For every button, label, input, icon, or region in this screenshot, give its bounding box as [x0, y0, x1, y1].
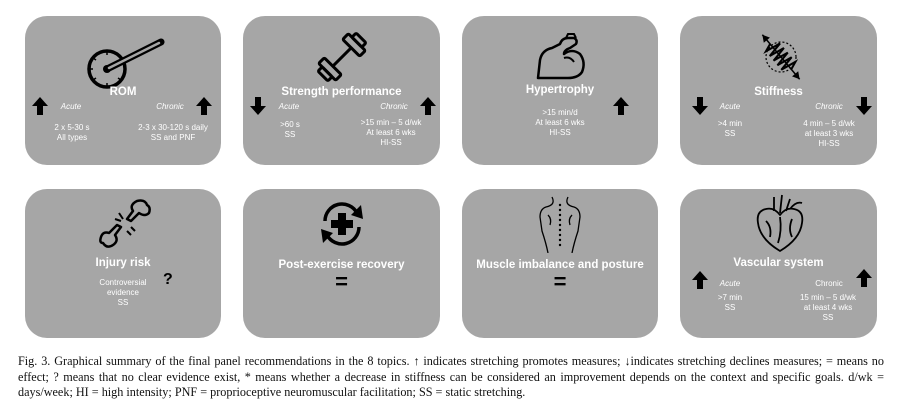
panel-title: Strength performance — [281, 86, 402, 98]
acute-line: SS — [724, 129, 736, 138]
injury-line: evidence — [106, 288, 140, 297]
chronic-line: at least 3 wks — [804, 129, 854, 138]
panel-hypertrophy: Hypertrophy >15 min/d At least 6 wks HI-… — [462, 16, 658, 165]
no-effect-symbol: = — [335, 269, 348, 294]
spring-icon — [761, 34, 801, 80]
panel-title: Stiffness — [754, 86, 803, 98]
chronic-line: SS and PNF — [150, 133, 196, 142]
arrow-up-icon — [856, 269, 872, 287]
panel-stiffness: Stiffness Acute Chronic >4 min SS 4 min … — [680, 16, 877, 165]
chronic-line: HI-SS — [380, 138, 402, 147]
goniometer-icon — [87, 38, 165, 89]
panel-title: Vascular system — [733, 257, 824, 269]
panel-title: Muscle imbalance and posture — [476, 259, 644, 271]
acute-label: Acute — [719, 279, 741, 288]
chronic-line: at least 4 wks — [803, 303, 853, 312]
hypertrophy-line: At least 6 wks — [535, 118, 585, 127]
acute-label: Acute — [60, 102, 82, 111]
chronic-label: Chronic — [380, 102, 408, 111]
arrow-up-icon — [613, 97, 629, 115]
arrow-up-icon — [32, 97, 48, 115]
acute-line: >60 s — [280, 120, 300, 129]
arrow-up-icon — [420, 97, 436, 115]
figure-caption: Fig. 3. Graphical summary of the final p… — [18, 354, 884, 399]
chronic-line: 15 min – 5 d/wk — [799, 293, 857, 302]
chronic-label: Chronic — [815, 279, 843, 288]
chronic-line: 2-3 x 30-120 s daily — [138, 123, 208, 132]
arrow-down-icon — [856, 97, 872, 115]
no-effect-symbol: = — [553, 269, 567, 294]
acute-line: >4 min — [717, 119, 743, 128]
hypertrophy-line: >15 min/d — [542, 108, 578, 117]
acute-line: SS — [284, 130, 296, 139]
flexed-arm-icon — [536, 33, 585, 80]
panel-title: ROM — [109, 86, 137, 98]
acute-label: Acute — [278, 102, 300, 111]
panel-title: Injury risk — [95, 257, 151, 269]
acute-line: 2 x 5-30 s — [54, 123, 90, 132]
panel-injury-risk: Injury risk Controversial evidence SS ? — [25, 189, 221, 338]
chronic-line: At least 6 wks — [366, 128, 416, 137]
acute-line: >7 min — [717, 293, 743, 302]
arrow-up-icon — [196, 97, 212, 115]
hypertrophy-line: HI-SS — [549, 128, 571, 137]
acute-line: All types — [56, 133, 88, 142]
panel-title: Hypertrophy — [525, 84, 595, 96]
heart-icon — [756, 194, 804, 252]
chronic-label: Chronic — [815, 102, 843, 111]
chronic-line: >15 min – 5 d/wk — [360, 118, 422, 127]
recovery-cycle-icon — [321, 202, 363, 246]
panel-vascular-system: Vascular system Acute Chronic >7 min SS … — [680, 189, 877, 338]
barbell-icon — [317, 32, 367, 82]
arrow-up-icon — [692, 271, 708, 289]
no-evidence-symbol: ? — [163, 271, 173, 288]
chronic-line: SS — [822, 313, 834, 322]
arrow-down-icon — [250, 97, 266, 115]
acute-line: SS — [724, 303, 736, 312]
chronic-label: Chronic — [156, 102, 184, 111]
panel-rom: ROM Acute Chronic 2 x 5-30 s All types 2… — [25, 16, 221, 165]
injury-line: Controversial — [99, 278, 147, 287]
panel-post-exercise-recovery: Post-exercise recovery = — [243, 189, 440, 338]
panel-title: Post-exercise recovery — [278, 259, 405, 271]
broken-bone-icon — [99, 199, 151, 248]
panel-muscle-imbalance-posture: Muscle imbalance and posture = — [462, 189, 658, 338]
acute-label: Acute — [719, 102, 741, 111]
chronic-line: 4 min – 5 d/wk — [803, 119, 855, 128]
injury-line: SS — [117, 298, 129, 307]
panel-strength-performance: Strength performance Acute Chronic >60 s… — [243, 16, 440, 165]
torso-icon — [539, 196, 581, 253]
chronic-line: HI-SS — [818, 139, 840, 148]
arrow-down-icon — [692, 97, 708, 115]
